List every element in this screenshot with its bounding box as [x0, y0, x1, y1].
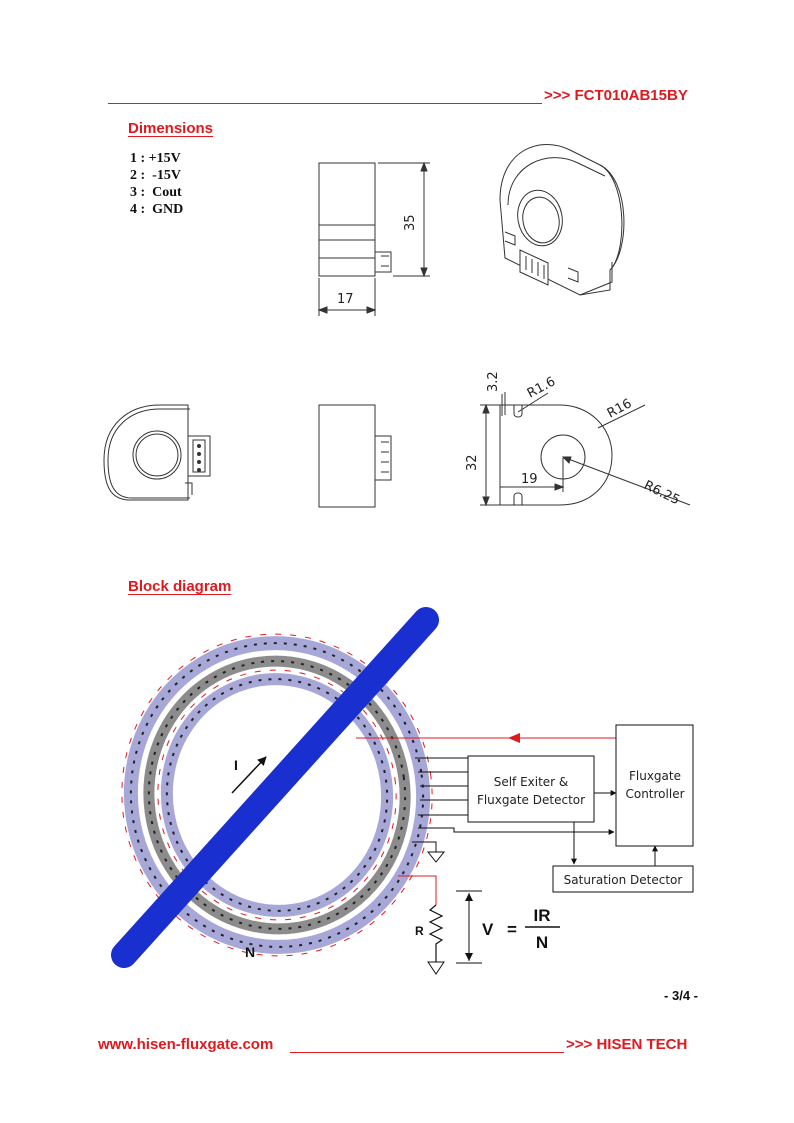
formula-v: V	[482, 920, 494, 939]
exciter-box	[467, 755, 595, 823]
pin-list: 1 : +15V 2 : -15V 3 : Cout 4 : GND	[130, 150, 183, 218]
footer-rule	[290, 1052, 564, 1053]
pin-item: 1 : +15V	[130, 151, 181, 166]
formula-eq: =	[507, 920, 517, 939]
side-view-top	[317, 161, 430, 316]
header-model: >>> FCT010AB15BY	[544, 87, 688, 104]
current-label: I	[234, 757, 238, 773]
isometric-view	[499, 143, 625, 296]
resistor-label: R	[415, 924, 424, 938]
dim-center-offset: 19	[521, 472, 538, 487]
saturation-label: Saturation Detector	[564, 873, 683, 887]
exciter-line2: Fluxgate Detector	[477, 793, 585, 807]
controller-box	[615, 724, 694, 847]
footer-website[interactable]: www.hisen-fluxgate.com	[98, 1036, 274, 1053]
turns-label: N	[245, 944, 255, 960]
pin-item: 3 : Cout	[130, 185, 182, 200]
dim-tab-height: 3.2	[486, 371, 501, 392]
formula-denominator: N	[536, 933, 548, 952]
signal-wires	[412, 757, 658, 866]
pin-item: 4 : GND	[130, 202, 184, 217]
front-view	[103, 404, 211, 501]
block-diagram: I N R Self Exiter & Fluxgate Detector Fl…	[111, 607, 694, 975]
pin-item: 2 : -15V	[130, 168, 181, 183]
exciter-line1: Self Exiter &	[494, 775, 569, 789]
header-rule	[108, 103, 542, 104]
side-view-bottom	[318, 404, 392, 508]
dim-width: 17	[337, 292, 354, 307]
toroid-core	[121, 633, 433, 957]
profile-view	[480, 392, 691, 507]
footer-company: >>> HISEN TECH	[566, 1036, 688, 1053]
dim-height: 35	[403, 214, 418, 231]
primary-conductor	[111, 607, 439, 968]
page-number: - 3/4 -	[664, 988, 698, 1003]
section-title-dimensions: Dimensions	[128, 120, 214, 137]
saturation-box	[552, 865, 694, 893]
current-arrow	[231, 756, 267, 794]
section-title-block-diagram: Block diagram	[128, 578, 232, 595]
formula-numerator: IR	[534, 906, 551, 925]
resistor-branch	[398, 875, 482, 975]
controller-line1: Fluxgate	[629, 769, 681, 783]
dim-hole-radius: R6.25	[641, 478, 682, 508]
dim-overall-height: 32	[465, 454, 480, 471]
controller-line2: Controller	[625, 787, 684, 801]
dimension-drawings: 35 17 3.2 R1.6 R16 32 19 R6.25	[103, 143, 691, 508]
